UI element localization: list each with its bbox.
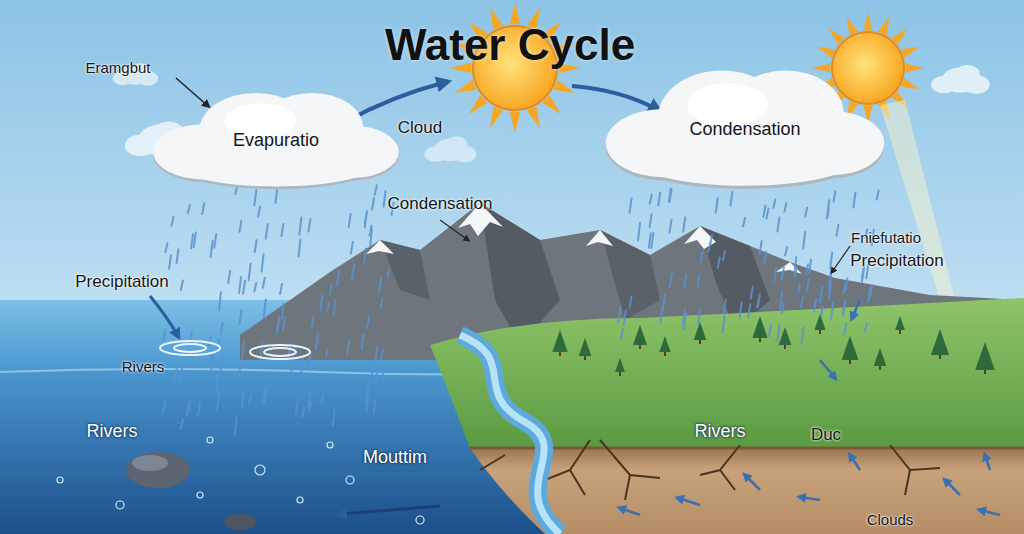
flow-arrows	[150, 78, 1000, 515]
background-cloud	[424, 137, 476, 163]
sunbeam	[880, 100, 955, 300]
rock	[224, 514, 256, 530]
background-cloud	[931, 65, 990, 94]
cloud: Evapuratio	[148, 86, 404, 190]
splash	[160, 341, 310, 359]
callout-label: Rivers	[86, 422, 137, 442]
callout-label: Precipitation	[850, 252, 944, 271]
callout-label: Precipitation	[75, 273, 169, 292]
cloud-label: Condensation	[689, 118, 800, 139]
callout-label: Duc	[811, 426, 841, 445]
rock	[126, 452, 190, 488]
snow-caps	[366, 203, 802, 274]
callout-label: Eramgbut	[85, 60, 150, 77]
callout-label: Cloud	[398, 119, 442, 138]
cloud: Condensation	[600, 62, 890, 190]
cloud-label: Evapuratio	[233, 130, 319, 151]
callout-label: Condensation	[388, 195, 493, 214]
rock-highlight	[132, 455, 168, 471]
callout-label: Rivers	[694, 422, 745, 442]
callout-label: Clouds	[867, 512, 914, 529]
callout-label: Rivers	[122, 359, 165, 376]
rain	[163, 185, 879, 434]
callout-label: Fniefutatio	[851, 230, 921, 247]
title: Water Cycle	[385, 20, 635, 70]
river	[460, 335, 560, 534]
callout-label: Mouttim	[363, 448, 427, 468]
